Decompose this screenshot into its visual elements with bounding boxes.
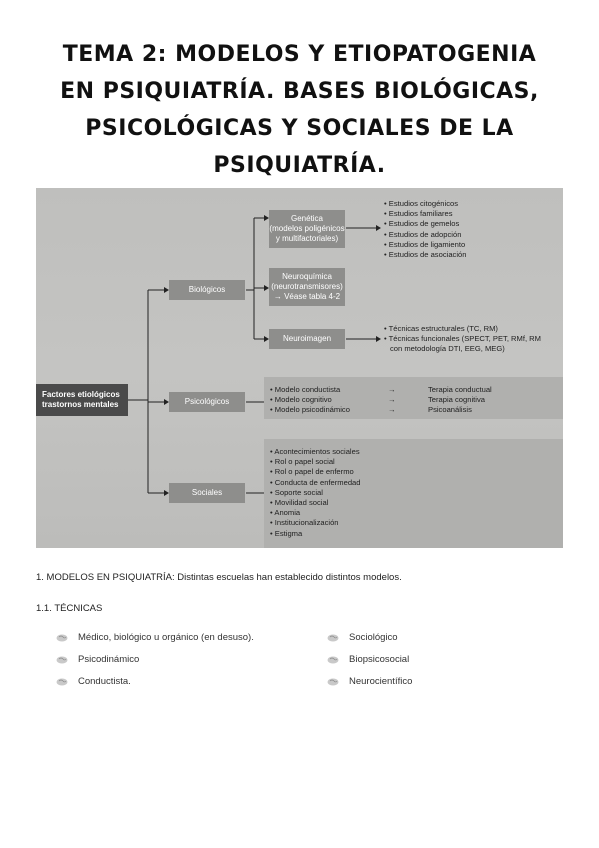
list-item: • Estudios de gemelos <box>384 219 460 229</box>
technique-item: Psicodinámico <box>56 654 139 665</box>
arrow-icon: → <box>388 395 396 405</box>
list-item: • Estudios de ligamiento <box>384 239 466 249</box>
technique-item: Sociológico <box>327 632 398 643</box>
neuroquimica-line-1: Neuroquímica <box>282 272 332 281</box>
genetica-line-3: y multifactoriales) <box>275 234 339 243</box>
technique-item: Médico, biológico u orgánico (en desuso)… <box>56 632 254 643</box>
genetica-list: • Estudios citogénicos • Estudios famili… <box>384 199 466 260</box>
list-item: • Estudios citogénicos <box>384 199 459 208</box>
technique-label: Psicodinámico <box>78 654 140 665</box>
section-1-1-heading: 1.1. TÉCNICAS <box>36 603 103 614</box>
neuroimagen-list: • Técnicas estructurales (TC, RM) • Técn… <box>384 324 541 355</box>
title-line-2: EN PSIQUIATRÍA. BASES BIOLÓGICAS, <box>60 79 539 104</box>
list-item: • Acontecimientos sociales <box>270 447 360 456</box>
root-line-2: trastornos mentales <box>42 400 119 409</box>
sociales-band <box>264 439 563 548</box>
list-item: • Modelo cognitivo <box>270 395 332 405</box>
technique-item: Conductista. <box>56 676 131 687</box>
list-item: • Soporte social <box>270 487 323 497</box>
neuroimagen-label: Neuroimagen <box>282 334 332 343</box>
brain-icon <box>56 634 68 641</box>
list-item: • Rol o papel social <box>270 457 335 467</box>
brain-icon <box>56 656 68 663</box>
root-node: Factores etiológicos trastornos mentales <box>36 384 128 416</box>
sociales-label: Sociales <box>191 488 223 497</box>
neuroimagen-node: Neuroimagen <box>269 329 345 349</box>
list-item: Terapia cognitiva <box>428 395 485 405</box>
list-item: • Estigma <box>270 528 303 538</box>
connector-lines <box>128 215 381 496</box>
arrow-icon: → <box>388 405 396 415</box>
list-item: • Técnicas funcionales (SPECT, PET, RMf,… <box>384 334 541 344</box>
psicologicos-label: Psicológicos <box>184 397 230 406</box>
list-item: • Técnicas estructurales (TC, RM) <box>384 324 498 333</box>
etiology-diagram: Factores etiológicos trastornos mentales… <box>36 188 563 548</box>
technique-label: Biopsicosocial <box>349 654 410 665</box>
title-line-1: TEMA 2: MODELOS Y ETIOPATOGENIA <box>62 42 537 67</box>
brain-icon <box>327 634 339 641</box>
brain-icon <box>327 656 339 663</box>
psicologicos-arrows: → → → <box>388 385 396 416</box>
list-item: • Estudios familiares <box>384 209 453 219</box>
biologicos-node: Biológicos <box>169 280 245 300</box>
psicologicos-therapies: Terapia conductual Terapia cognitiva Psi… <box>428 385 492 416</box>
list-item: • Conducta de enfermedad <box>270 477 361 487</box>
neuroquimica-line-2: (neurotransmisores) <box>271 282 343 291</box>
list-item: Psicoanálisis <box>428 405 472 415</box>
genetica-line-1: Genética <box>290 214 324 223</box>
root-line-1: Factores etiológicos <box>42 390 120 399</box>
sociales-node: Sociales <box>169 483 245 503</box>
neuroquimica-line-3: → Véase tabla 4-2 <box>273 292 341 301</box>
list-item: • Modelo conductista <box>270 385 341 394</box>
psicologicos-band <box>264 377 563 419</box>
list-item: con metodología DTI, EEG, MEG) <box>390 344 505 354</box>
list-item: • Institucionalización <box>270 518 339 528</box>
technique-label: Neurocientífico <box>349 676 413 687</box>
technique-label: Médico, biológico u orgánico (en desuso)… <box>78 632 254 643</box>
technique-item: Neurocientífico <box>327 676 412 687</box>
list-item: • Modelo psicodinámico <box>270 405 350 415</box>
list-item: • Estudios de asociación <box>384 250 467 260</box>
brain-icon <box>327 678 339 685</box>
page-title: TEMA 2: MODELOS Y ETIOPATOGENIA EN PSIQU… <box>20 36 579 184</box>
sociales-list: • Acontecimientos sociales • Rol o papel… <box>270 447 361 539</box>
neuroquimica-node: Neuroquímica (neurotransmisores) → Véase… <box>269 268 345 306</box>
arrow-icon: → <box>388 385 396 394</box>
list-item: • Estudios de adopción <box>384 229 462 239</box>
list-item: • Movilidad social <box>270 498 329 508</box>
list-item: Terapia conductual <box>428 385 492 394</box>
list-item: • Anomia <box>270 508 301 518</box>
technique-label: Conductista. <box>78 676 131 687</box>
genetica-node: Genética (modelos poligénicos y multifac… <box>269 210 345 248</box>
title-line-3: PSICOLÓGICAS Y SOCIALES DE LA <box>85 116 514 141</box>
list-item: • Rol o papel de enfermo <box>270 467 354 477</box>
technique-item: Biopsicosocial <box>327 654 409 665</box>
section-1-heading: 1. MODELOS EN PSIQUIATRÍA: Distintas esc… <box>36 572 402 583</box>
technique-label: Sociológico <box>349 632 398 643</box>
genetica-line-2: (modelos poligénicos <box>269 224 345 233</box>
biologicos-label: Biológicos <box>188 285 226 294</box>
title-line-4: PSIQUIATRÍA. <box>213 153 386 178</box>
psicologicos-models: • Modelo conductista • Modelo cognitivo … <box>270 385 350 416</box>
brain-icon <box>56 678 68 685</box>
psicologicos-node: Psicológicos <box>169 392 245 412</box>
